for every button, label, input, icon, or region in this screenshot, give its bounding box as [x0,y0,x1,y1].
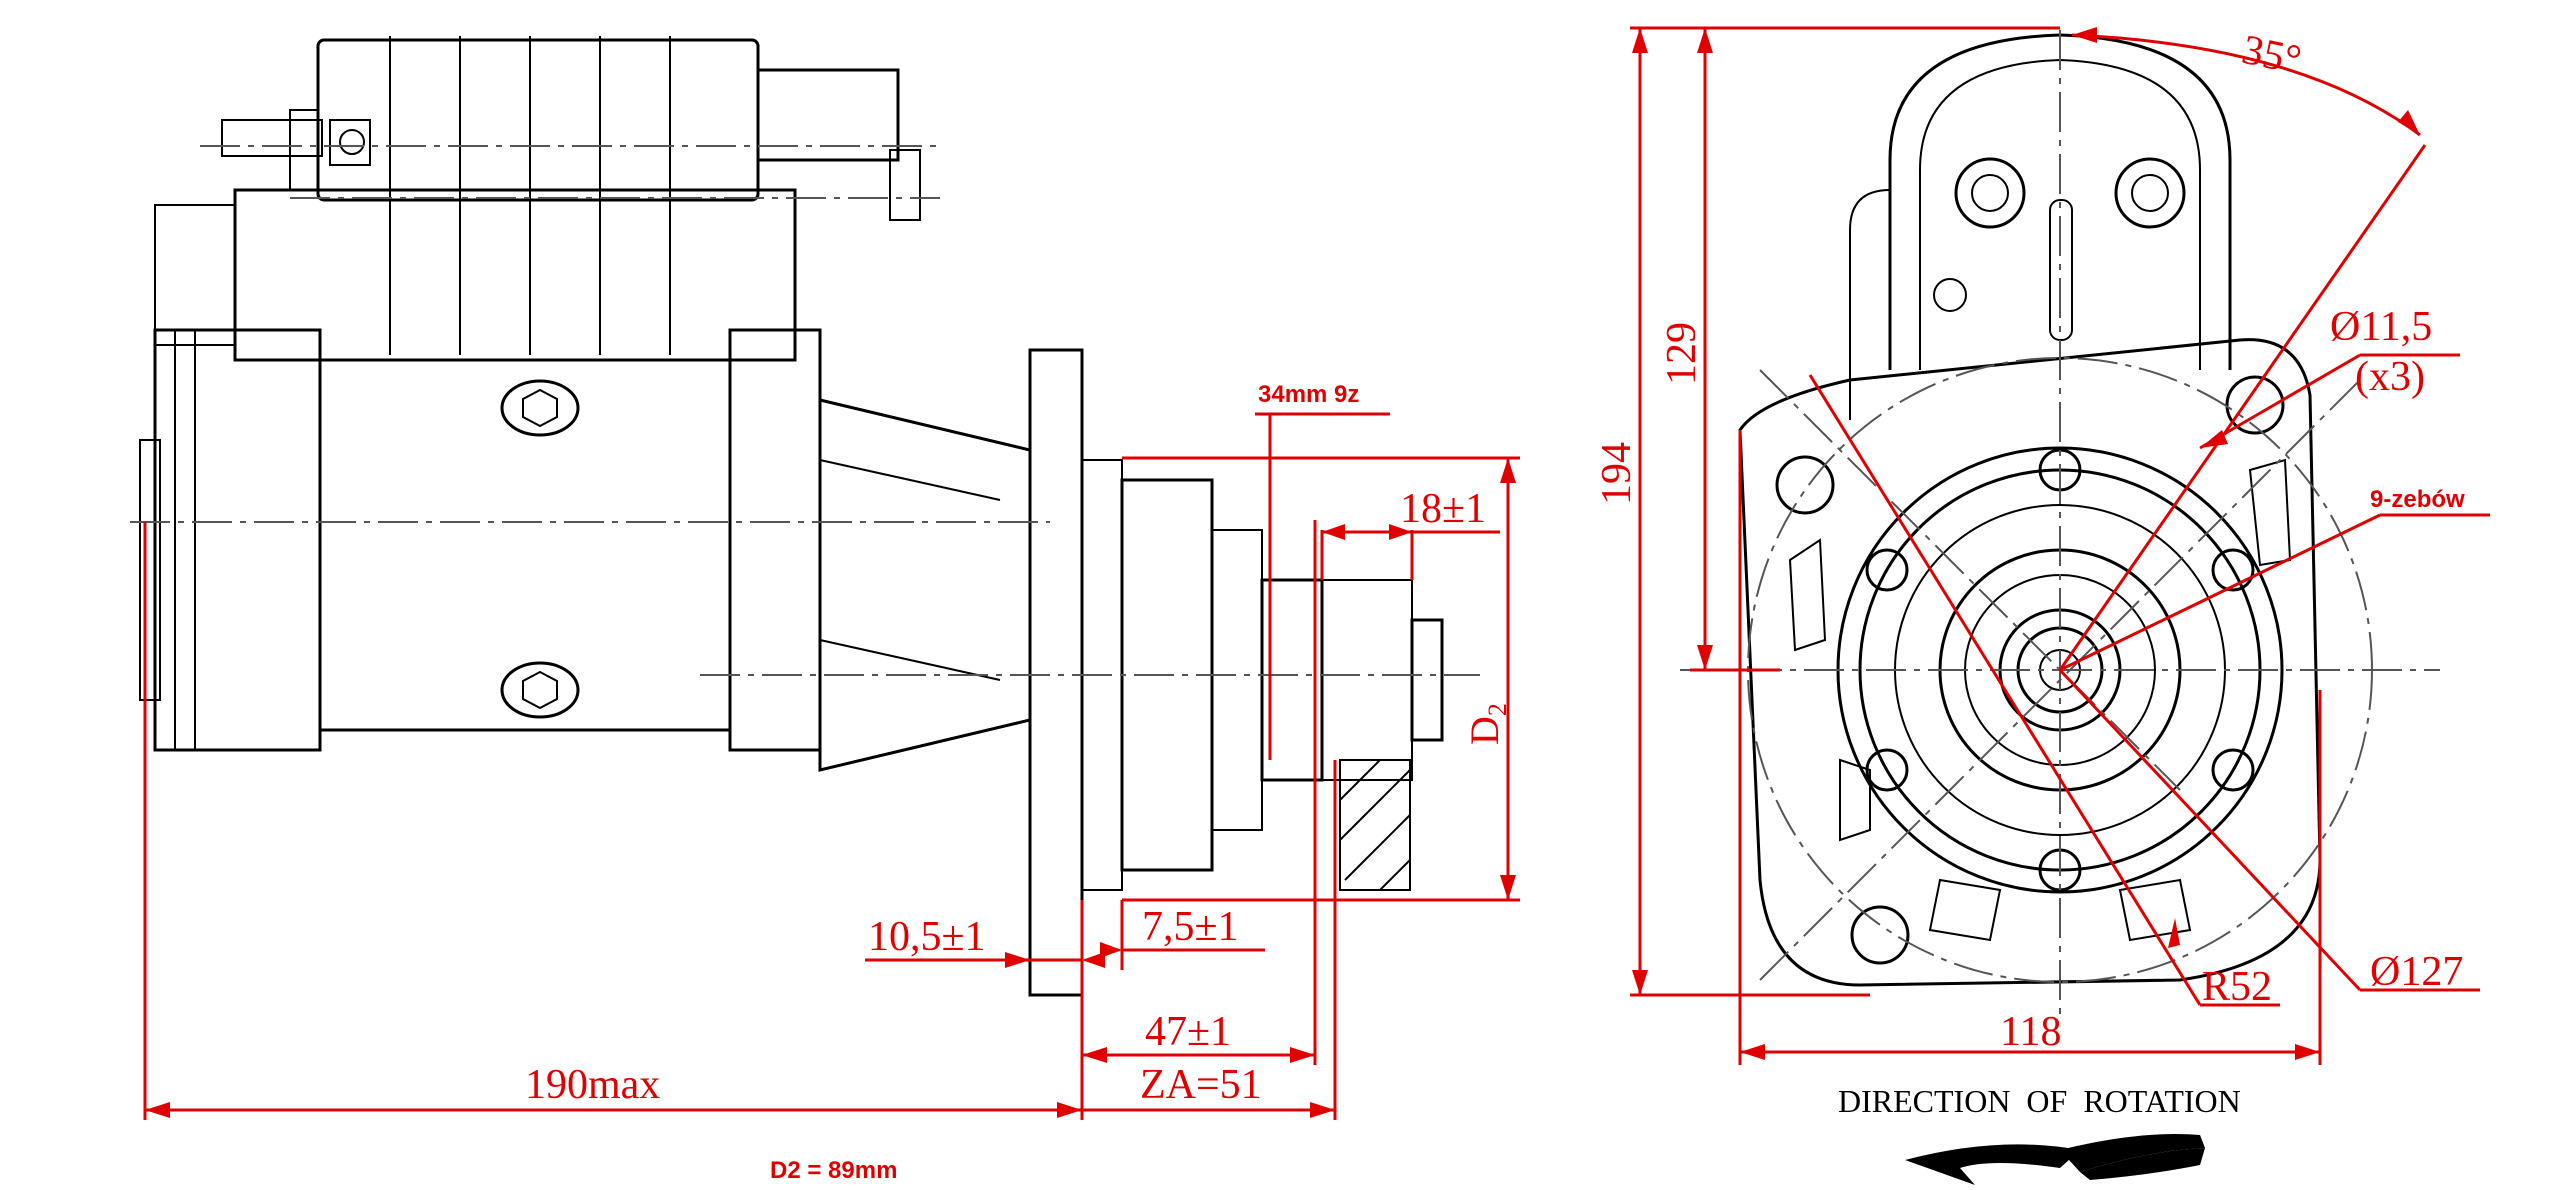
side-view-dimensions [143,412,1520,1120]
dim-radius-label: R52 [2202,964,2272,1010]
dim-upper-height-label: 129 [1659,322,1705,385]
teeth-note-label: 9-zebów [2370,486,2465,513]
dim-pinion-travel-label: 47±1 [1145,1009,1231,1055]
dim-hole-diameter-label: Ø11,5 [2330,304,2432,350]
front-view-outline [1680,30,2440,1020]
front-view-labels: 194 129 35° Ø11,5 (x3) 9-zebów R52 Ø127 … [1594,27,2465,1119]
dim-d2-label: D2 [1462,703,1512,745]
rotation-label: DIRECTION OF ROTATION [1838,1083,2241,1119]
dim-length-label: 190max [525,1062,660,1108]
dim-flange-to-pinion-label: 7,5±1 [1142,904,1239,950]
dim-width-label: 118 [2000,1009,2061,1055]
d2-note: D2 = 89mm [770,1157,897,1184]
side-view-outline [130,36,1480,997]
side-view-labels: 190max ZA=51 47±1 10,5±1 7,5±1 18±1 34mm… [525,381,1512,1184]
dim-hole-count-label: (x3) [2355,354,2425,400]
dim-pitch-circle-label: Ø127 [2370,949,2463,995]
pinion-spec-label: 34mm 9z [1258,381,1359,408]
dim-pinion-length-label: 18±1 [1400,486,1486,532]
dim-height-label: 194 [1594,442,1640,505]
front-view-dimensions [1630,26,2490,1065]
dim-angle-label: 35° [2238,27,2305,84]
dim-za-label: ZA=51 [1140,1062,1262,1108]
rotation-arrow-icon [1905,1134,2205,1185]
dim-flange-thickness-label: 10,5±1 [868,914,986,960]
